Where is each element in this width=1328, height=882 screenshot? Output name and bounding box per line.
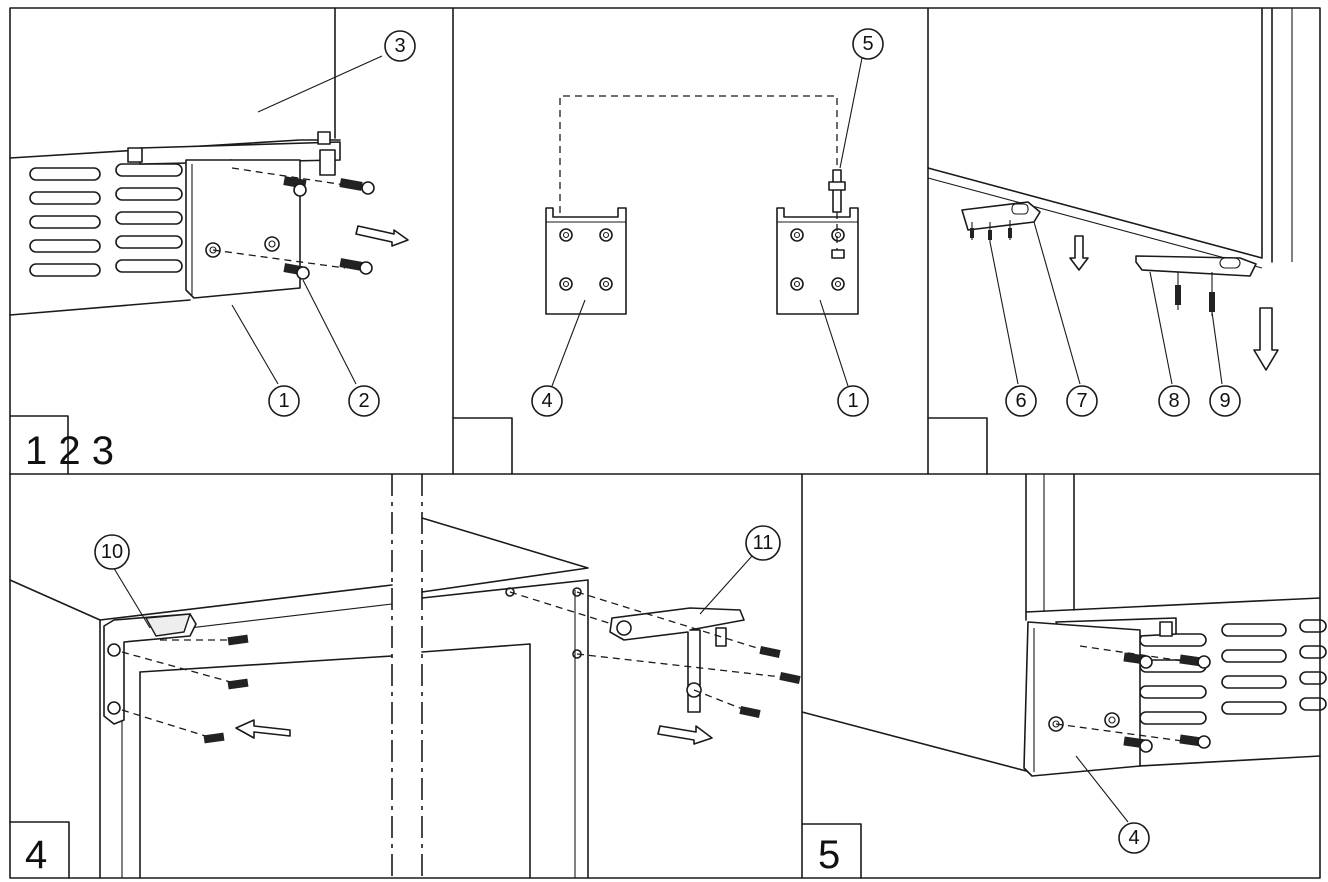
panel-1: 3 1 2 1 2 3 bbox=[9, 7, 416, 475]
callout-8: 8 bbox=[1158, 385, 1190, 417]
direction-arrow bbox=[355, 225, 409, 247]
step-box bbox=[9, 415, 69, 475]
callout-6: 6 bbox=[1005, 385, 1037, 417]
svg-text:9: 9 bbox=[1219, 390, 1230, 412]
transfer-path bbox=[559, 95, 838, 213]
callout-11: 11 bbox=[745, 525, 781, 561]
panel-frames bbox=[9, 7, 1321, 879]
step-box bbox=[801, 823, 862, 879]
svg-text:1: 1 bbox=[847, 390, 858, 412]
svg-text:11: 11 bbox=[753, 532, 774, 554]
step-label: 1 2 3 bbox=[25, 429, 114, 473]
cabinet-bottom-edge bbox=[9, 299, 191, 316]
callout-4: 4 bbox=[1118, 822, 1150, 854]
hinge-plate-lower bbox=[1135, 255, 1257, 277]
step-box bbox=[452, 417, 513, 475]
callout-1: 1 bbox=[837, 385, 869, 417]
hinge-11 bbox=[609, 607, 745, 713]
callout-9: 9 bbox=[1209, 385, 1241, 417]
bracket-plate bbox=[185, 159, 301, 299]
cabinet-top-right bbox=[421, 517, 589, 593]
panel-4: 10 11 4 bbox=[9, 474, 801, 879]
bracket-plate-right bbox=[776, 207, 859, 315]
svg-text:10: 10 bbox=[101, 541, 123, 563]
hinge-plate-upper bbox=[961, 201, 1041, 231]
screws bbox=[1123, 652, 1211, 753]
hinge-pin bbox=[832, 169, 842, 213]
arrow-left bbox=[235, 719, 291, 739]
panel-3: 6 7 8 9 bbox=[927, 7, 1293, 475]
bracket-plate bbox=[1023, 621, 1141, 777]
screws bbox=[283, 176, 375, 280]
svg-text:5: 5 bbox=[862, 33, 873, 55]
callout-4: 4 bbox=[531, 385, 563, 417]
step-label: 4 bbox=[25, 833, 47, 877]
svg-text:8: 8 bbox=[1168, 390, 1179, 412]
arrow-down-large bbox=[1253, 307, 1279, 371]
callout-3: 3 bbox=[384, 30, 416, 62]
svg-text:1: 1 bbox=[278, 390, 289, 412]
svg-text:4: 4 bbox=[541, 390, 552, 412]
svg-text:4: 4 bbox=[1128, 827, 1139, 849]
arrow-down-small bbox=[1069, 235, 1089, 271]
screw-lower-left bbox=[1175, 285, 1181, 305]
callout-5: 5 bbox=[852, 28, 884, 60]
svg-text:3: 3 bbox=[394, 35, 405, 57]
panel-5: 4 5 bbox=[801, 473, 1327, 879]
callout-2: 2 bbox=[348, 385, 380, 417]
step-label: 5 bbox=[818, 833, 840, 877]
bracket-plate-left bbox=[545, 207, 627, 315]
screws-left bbox=[203, 634, 249, 744]
callout-7: 7 bbox=[1066, 385, 1098, 417]
step-box bbox=[9, 821, 70, 879]
step-box bbox=[927, 417, 988, 475]
cabinet-top-left bbox=[9, 579, 393, 621]
callout-1: 1 bbox=[268, 385, 300, 417]
svg-text:7: 7 bbox=[1076, 390, 1087, 412]
panel-2: 5 4 1 bbox=[452, 28, 884, 475]
door-outline bbox=[927, 7, 1263, 259]
arrow-right bbox=[657, 725, 713, 745]
screws-right bbox=[739, 646, 801, 718]
svg-text:6: 6 bbox=[1015, 390, 1026, 412]
outer-frame bbox=[9, 7, 1321, 879]
screw-lower-right bbox=[1209, 292, 1215, 312]
svg-text:2: 2 bbox=[358, 390, 369, 412]
callout-10: 10 bbox=[94, 534, 130, 570]
vent-grille bbox=[29, 163, 183, 277]
screws-upper bbox=[970, 220, 1012, 242]
